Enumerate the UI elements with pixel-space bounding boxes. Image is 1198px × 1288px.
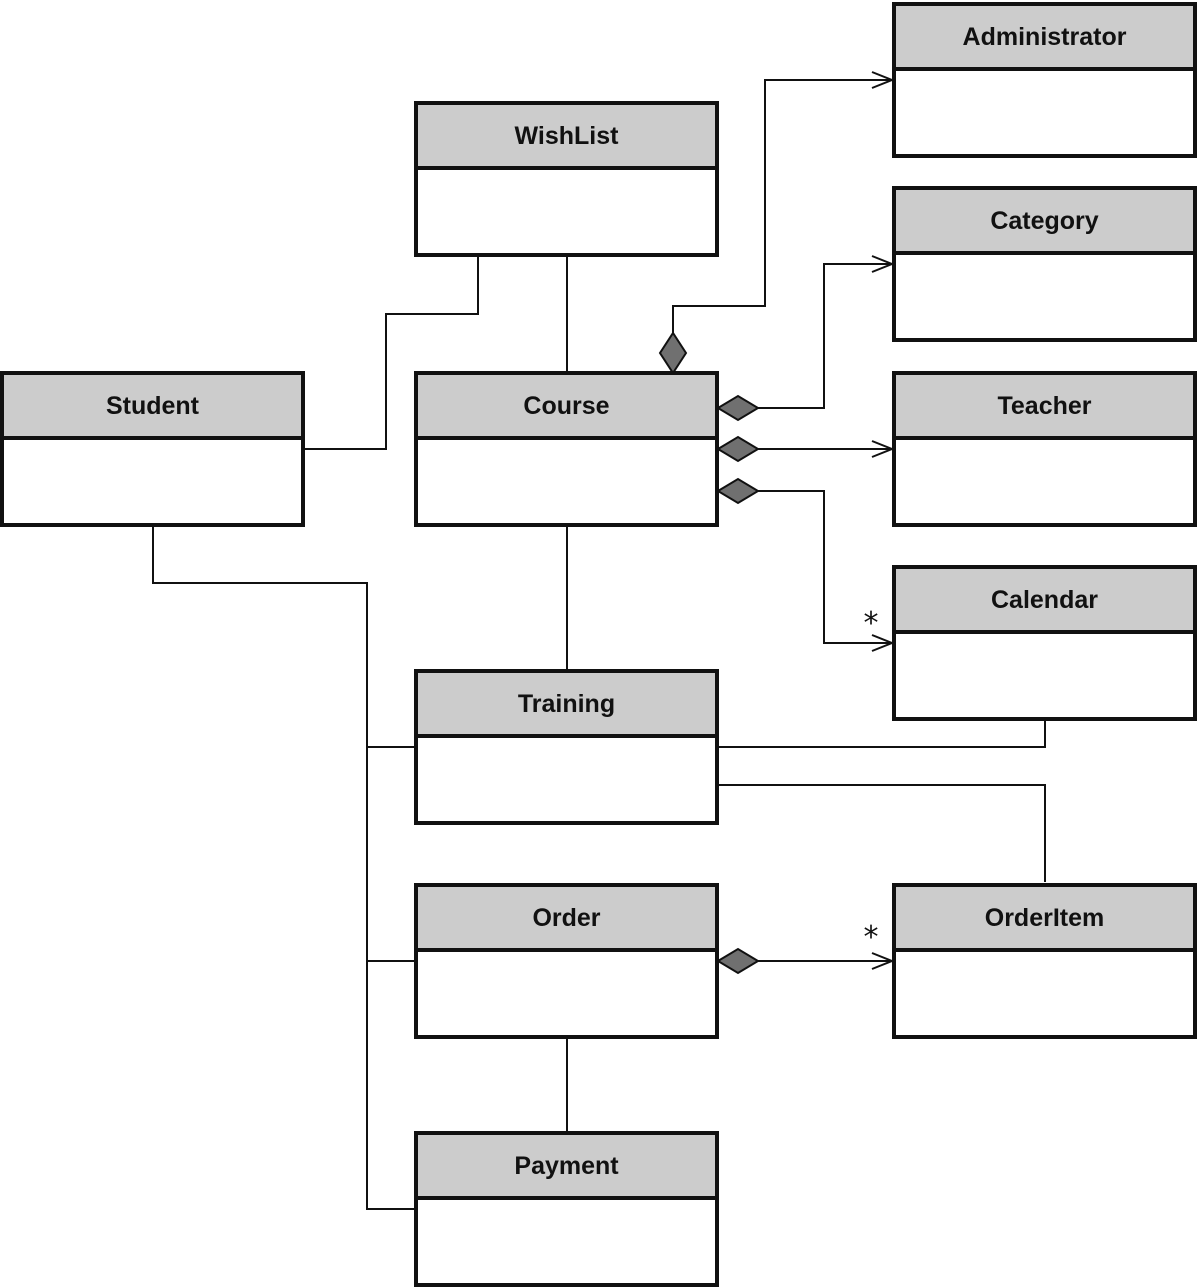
class-orderitem[interactable]: OrderItem	[892, 883, 1197, 1039]
class-student[interactable]: Student	[0, 371, 305, 527]
course-calendar-composition	[758, 490, 890, 644]
class-course-name: Course	[523, 392, 609, 420]
class-teacher-name: Teacher	[997, 392, 1091, 420]
class-wishlist[interactable]: WishList	[414, 101, 719, 257]
class-payment-name: Payment	[514, 1152, 619, 1180]
order-orderitem-diamond	[716, 947, 760, 975]
class-training[interactable]: Training	[414, 669, 719, 825]
course-category-diamond	[716, 394, 760, 422]
connectors	[152, 79, 1046, 1210]
class-training-name: Training	[518, 690, 615, 718]
course-calendar-diamond	[716, 477, 760, 505]
class-category-name: Category	[990, 207, 1098, 235]
wishlist-student-association	[303, 257, 479, 450]
class-student-name: Student	[106, 392, 200, 420]
course-teacher-diamond	[716, 435, 760, 463]
student-trunk-association	[152, 527, 415, 1210]
class-calendar-name: Calendar	[991, 586, 1098, 614]
arrowheads	[871, 71, 895, 970]
class-orderitem-name: OrderItem	[985, 904, 1104, 932]
class-course[interactable]: Course	[414, 371, 719, 527]
class-order[interactable]: Order	[414, 883, 719, 1039]
training-calendar-association	[718, 720, 1046, 748]
class-administrator-name: Administrator	[963, 23, 1127, 51]
class-administrator[interactable]: Administrator	[892, 2, 1197, 158]
training-orderitem-association	[718, 784, 1046, 882]
class-wishlist-name: WishList	[515, 122, 620, 150]
course-category-composition	[758, 263, 890, 409]
class-order-name: Order	[532, 904, 600, 932]
course-calendar-multiplicity: *	[864, 606, 879, 641]
order-orderitem-multiplicity: *	[864, 920, 879, 955]
class-category[interactable]: Category	[892, 186, 1197, 342]
class-teacher[interactable]: Teacher	[892, 371, 1197, 527]
course-administrator-composition	[672, 79, 890, 336]
class-payment[interactable]: Payment	[414, 1131, 719, 1287]
class-calendar[interactable]: Calendar	[892, 565, 1197, 721]
composition-diamonds	[658, 331, 760, 975]
course-administrator-diamond	[658, 331, 688, 375]
